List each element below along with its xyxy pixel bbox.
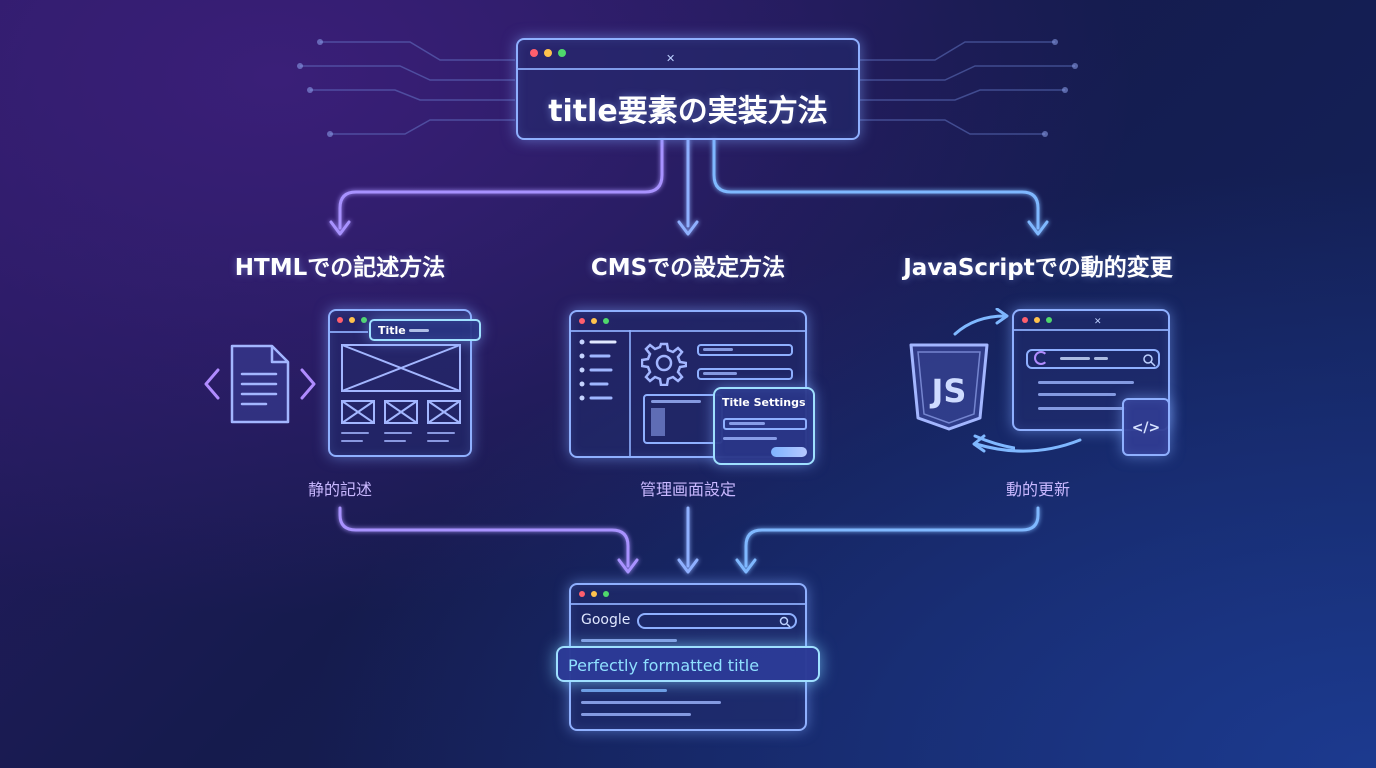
- arrow-head-cms: [677, 220, 699, 236]
- title-settings-input: [723, 418, 807, 430]
- arrow-head-result-right: [735, 558, 757, 574]
- search-brand: Google: [581, 612, 631, 628]
- refresh-arrow-lower: [972, 434, 1082, 453]
- close-dot-icon: [579, 591, 585, 597]
- title-tag-label: Title: [378, 324, 406, 337]
- refresh-arrow-bottom: [973, 434, 1015, 450]
- perfect-title-highlight[interactable]: Perfectly formatted title: [556, 646, 820, 682]
- connector-title-to-html: [338, 138, 664, 230]
- arrow-head-result-left: [617, 558, 639, 574]
- caption-html-method: 静的記述: [307, 480, 372, 499]
- close-dot-icon: [579, 318, 585, 324]
- heading-cms-method: CMSでの設定方法: [590, 255, 786, 281]
- close-icon: ✕: [1094, 317, 1102, 327]
- connector-title-to-js: [712, 138, 1040, 230]
- heading-js-method: JavaScriptでの動的変更: [903, 255, 1173, 281]
- connector-js-to-result: [744, 506, 1040, 568]
- window-controls: [530, 49, 566, 57]
- wireframe-layout: [341, 344, 461, 442]
- maximize-dot-icon: [1046, 317, 1052, 323]
- maximize-dot-icon: [603, 318, 609, 324]
- js-code-file: </>: [1122, 398, 1170, 456]
- minimize-dot-icon: [544, 49, 552, 57]
- close-dot-icon: [337, 317, 343, 323]
- minimize-dot-icon: [349, 317, 355, 323]
- js-search-field: [1026, 349, 1160, 369]
- refresh-arrow-top: [953, 314, 1007, 336]
- perfect-title-text: Perfectly formatted title: [568, 656, 760, 675]
- close-dot-icon: [530, 49, 538, 57]
- maximize-dot-icon: [603, 591, 609, 597]
- caption-js-method: 動的更新: [1005, 480, 1070, 499]
- title-settings-save-button: [771, 447, 807, 457]
- arrow-head-result-center: [677, 558, 699, 574]
- chevron-right-icon: [300, 368, 316, 400]
- search-icon: [1143, 354, 1156, 367]
- search-icon: [779, 616, 791, 628]
- html-title-tag: Title: [369, 319, 481, 341]
- code-icon: </>: [1131, 420, 1161, 436]
- minimize-dot-icon: [591, 318, 597, 324]
- html-file-illustration: [204, 344, 316, 424]
- heading-html-method: HTMLでの記述方法: [234, 255, 446, 281]
- caption-cms-method: 管理画面設定: [639, 480, 736, 499]
- arrow-head-html: [329, 220, 351, 236]
- title-settings-label: Title Settings: [722, 396, 806, 409]
- cms-sidebar-menu: [579, 339, 617, 401]
- arrow-head-js: [1027, 220, 1049, 236]
- minimize-dot-icon: [591, 591, 597, 597]
- close-dot-icon: [1022, 317, 1028, 323]
- main-title: title要素の実装方法: [548, 94, 828, 129]
- gear-icon: [641, 342, 687, 386]
- search-bar[interactable]: [637, 613, 797, 629]
- title-settings-panel: Title Settings: [713, 387, 815, 465]
- js-refresh-illustration: [953, 308, 1015, 450]
- loading-spinner-icon: [1034, 351, 1048, 365]
- minimize-dot-icon: [1034, 317, 1040, 323]
- maximize-dot-icon: [361, 317, 367, 323]
- main-title-window: ✕ title要素の実装方法: [516, 38, 860, 140]
- js-badge-text: JS: [930, 372, 967, 410]
- javascript-shield-icon: JS: [909, 343, 989, 431]
- maximize-dot-icon: [558, 49, 566, 57]
- chevron-left-icon: [204, 368, 220, 400]
- connector-html-to-result: [338, 506, 630, 568]
- close-icon: ✕: [666, 52, 676, 65]
